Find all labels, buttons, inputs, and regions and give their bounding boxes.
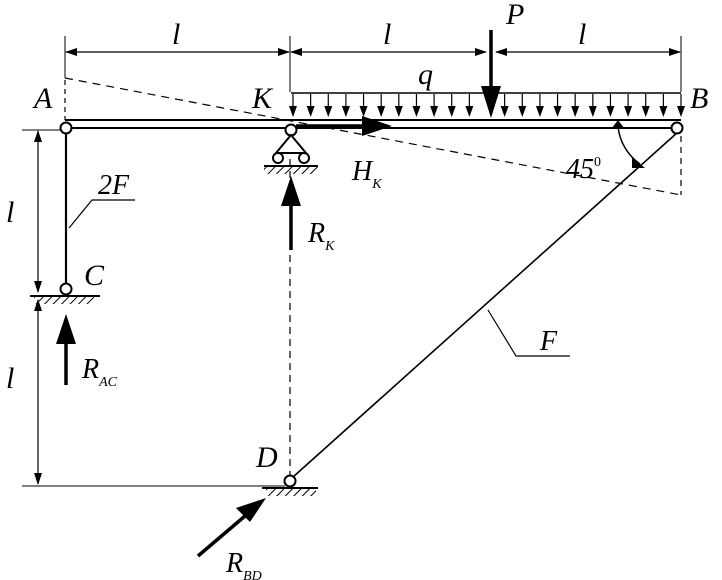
label-point-c: C (84, 259, 105, 292)
reaction-hk-arrow (296, 116, 392, 136)
left-dimensions (22, 129, 285, 487)
load-arrow-head (677, 106, 685, 117)
roller-support-k (264, 133, 318, 174)
pin-support-c (30, 282, 100, 304)
hinge-b (670, 121, 684, 135)
top-dimensions (64, 36, 682, 92)
label-force-p: P (505, 0, 524, 31)
label-point-a: A (32, 82, 53, 115)
load-arrow-head (641, 106, 650, 117)
load-arrow-head (377, 106, 386, 117)
load-arrow-head (430, 106, 439, 117)
label-reaction-rk: RK (307, 218, 335, 254)
load-arrow-head (359, 106, 368, 117)
load-arrow-head (289, 106, 297, 117)
load-arrows (289, 94, 685, 117)
deflection-line (64, 77, 682, 478)
label-span-2: l (383, 18, 391, 51)
load-arrow-head (465, 106, 474, 117)
load-arrow-head (306, 106, 315, 117)
reaction-rac-arrow (56, 314, 76, 385)
label-point-d: D (255, 441, 278, 474)
load-arrow-head (535, 106, 544, 117)
label-rod-bd: F (539, 326, 558, 357)
force-p-arrow (481, 30, 501, 118)
hinge-a (59, 121, 73, 135)
rod-bd (292, 131, 679, 478)
load-arrow-head (394, 106, 403, 117)
load-arrow-head (341, 106, 350, 117)
reaction-rk-arrow (281, 176, 301, 250)
pin-support-d (262, 474, 318, 496)
rod-bd-leader (487, 309, 570, 357)
label-reaction-rbd: RBD (225, 548, 262, 580)
angle-arc-45 (612, 120, 645, 168)
load-arrow-head (324, 106, 333, 117)
label-angle: 450 (566, 154, 601, 185)
label-point-b: B (690, 82, 708, 115)
label-span-3: l (578, 18, 586, 51)
load-arrow-head (500, 106, 509, 117)
distributed-load (289, 92, 685, 117)
reaction-rbd-arrow (196, 498, 266, 558)
load-arrow-head (412, 106, 421, 117)
load-arrow-head (606, 106, 615, 117)
label-point-k: K (251, 82, 274, 115)
load-arrow-head (659, 106, 668, 117)
label-reaction-rac: RAC (81, 354, 118, 390)
load-arrow-head (571, 106, 580, 117)
load-arrow-head (553, 106, 562, 117)
label-span-1: l (172, 18, 180, 51)
label-height-lower: l (6, 362, 14, 395)
load-arrow-head (624, 106, 633, 117)
rod-ac-leader (68, 199, 135, 229)
label-rod-ac: 2F (98, 170, 130, 201)
label-reaction-hk: HK (351, 156, 382, 192)
load-arrow-head (588, 106, 597, 117)
load-arrow-head (447, 106, 456, 117)
load-arrow-head (518, 106, 527, 117)
label-height-upper: l (6, 196, 14, 229)
label-load-q: q (418, 58, 433, 91)
